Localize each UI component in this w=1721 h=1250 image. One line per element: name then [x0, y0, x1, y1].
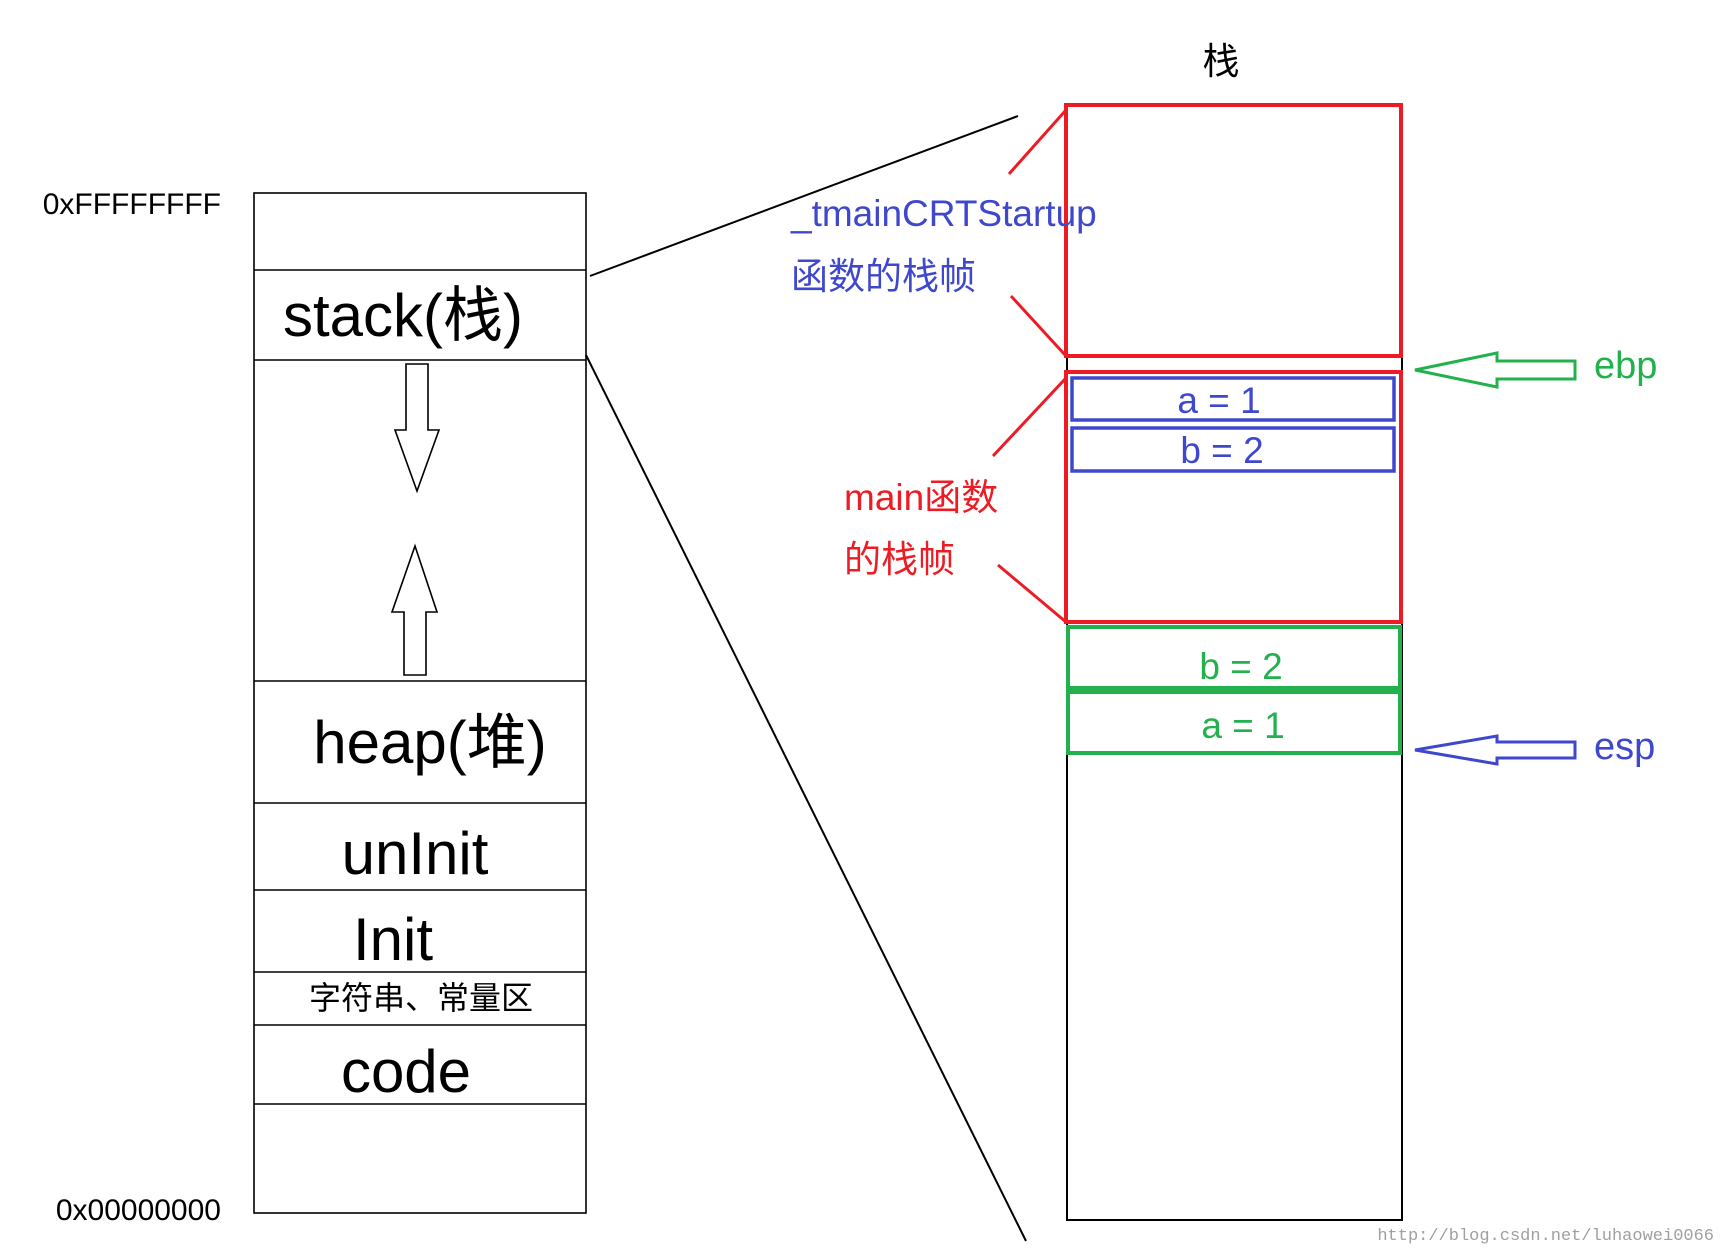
caller-frame-label-line1: _tmainCRTStartup	[790, 193, 1097, 234]
stack-detail: 栈 _tmainCRTStartup 函数的栈帧 main函数 的栈帧 a = …	[790, 41, 1657, 1221]
bottom-address-label: 0x00000000	[56, 1194, 221, 1227]
zoom-guide-bottom	[585, 354, 1027, 1242]
segment-heap-label: heap(堆)	[313, 709, 546, 776]
caller-frame-label-line2: 函数的栈帧	[791, 256, 976, 297]
main-frame-label-line2: 的栈帧	[844, 539, 955, 580]
zoom-guide-top	[589, 115, 1019, 277]
main-frame-box	[1064, 370, 1403, 624]
local-var-a: a = 1	[1177, 380, 1260, 421]
ebp-arrow-icon	[1414, 351, 1577, 389]
memory-layout: 0xFFFFFFFF 0x00000000 stack(栈) heap(堆) u…	[43, 188, 587, 1227]
top-address-label: 0xFFFFFFFF	[43, 188, 221, 221]
caller-frame-bracket-bottom	[1009, 294, 1068, 358]
esp-label: esp	[1594, 726, 1655, 768]
watermark: http://blog.csdn.net/luhaowei0066	[1377, 1227, 1714, 1246]
main-frame-bracket-bottom	[997, 563, 1067, 624]
local-var-b: b = 2	[1180, 430, 1263, 471]
pushed-arg-b: b = 2	[1199, 646, 1282, 687]
local-var-box	[1070, 376, 1396, 422]
caller-frame-box	[1064, 103, 1403, 358]
pushed-arg-box	[1066, 690, 1402, 755]
pushed-arg-box	[1066, 625, 1402, 690]
segment-init-label: Init	[353, 906, 433, 973]
segment-stack-label: stack(栈)	[283, 282, 523, 349]
esp-arrow-icon	[1414, 734, 1577, 766]
segment-string-const-label: 字符串、常量区	[309, 980, 533, 1016]
segment-uninit-label: unInit	[342, 820, 489, 887]
pushed-arg-a: a = 1	[1201, 705, 1284, 746]
stack-grows-down-icon	[393, 363, 441, 494]
main-frame-label-line1: main函数	[844, 477, 998, 518]
memory-outline	[253, 192, 587, 1214]
segment-code-label: code	[341, 1038, 471, 1105]
main-frame-bracket-top	[991, 376, 1068, 458]
stack-title: 栈	[1203, 41, 1240, 82]
ebp-label: ebp	[1594, 345, 1657, 387]
local-var-box	[1070, 426, 1396, 473]
heap-grows-up-icon	[390, 543, 439, 676]
caller-frame-bracket-top	[1007, 109, 1068, 175]
